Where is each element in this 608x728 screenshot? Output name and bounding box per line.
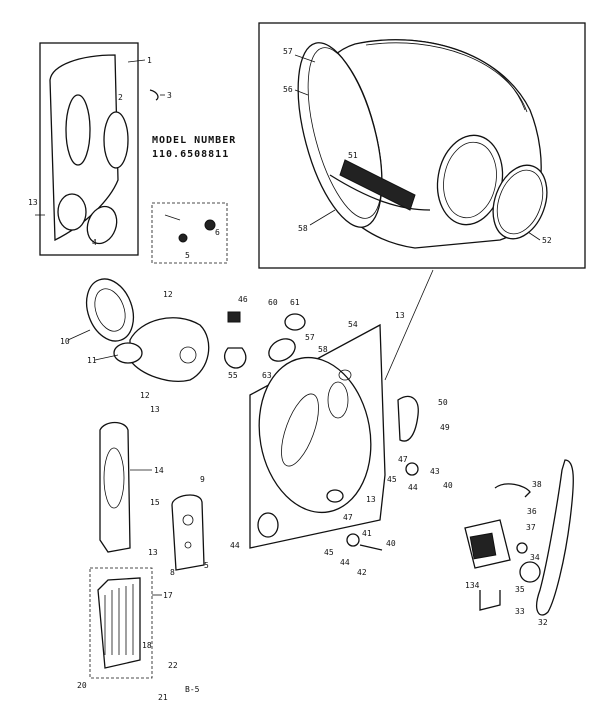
motor-mount-bracket <box>479 590 501 611</box>
label-drum-56: 56 <box>283 85 293 94</box>
label-blower-11: 11 <box>87 356 97 365</box>
blower-housing <box>129 317 210 382</box>
label-hw-5: 5 <box>185 251 190 260</box>
blower-wheel <box>85 278 135 342</box>
blower-assembly: 10 11 12 <box>60 278 210 382</box>
label-rear-44: 44 <box>230 541 240 550</box>
label-idler-47b: 47 <box>398 455 408 464</box>
model-number-heading: MODEL NUMBER <box>152 135 236 146</box>
label-rear-50: 50 <box>438 398 448 407</box>
label-idler-40b: 40 <box>443 481 453 490</box>
label-sw-58: 58 <box>318 345 328 354</box>
label-idler-42: 42 <box>357 568 367 577</box>
label-element-22: 22 <box>168 661 178 670</box>
label-plate-13: 13 <box>148 548 158 557</box>
label-door-4: 4 <box>92 238 97 247</box>
heating-element: 17 18 20 21 22 <box>77 567 178 702</box>
label-sw-60: 60 <box>268 298 278 307</box>
door-latch <box>149 89 159 101</box>
motor-clip <box>494 483 531 498</box>
label-idler-45b: 45 <box>387 475 397 484</box>
drum <box>297 39 542 249</box>
label-rear-13: 13 <box>395 311 405 320</box>
label-drum-51: 51 <box>348 151 358 160</box>
idler-hardware: 47 41 45 44 42 40 47 45 44 43 40 <box>324 455 453 577</box>
label-rear-49: 49 <box>440 423 450 432</box>
label-motor-38: 38 <box>532 480 542 489</box>
door-inset: 1 3 2 4 13 <box>28 42 172 256</box>
label-idler-43: 43 <box>430 467 440 476</box>
label-sw-63: 63 <box>262 371 272 380</box>
drum-inset-border <box>258 22 586 269</box>
label-sw-61: 61 <box>290 298 300 307</box>
label-sw-46: 46 <box>238 295 248 304</box>
label-motor-33: 33 <box>515 607 525 616</box>
drum-front-seal <box>492 164 548 240</box>
label-sw-55: 55 <box>228 371 238 380</box>
hardware-cluster: 5 6 <box>151 202 228 264</box>
label-door-1: 1 <box>147 56 152 65</box>
label-element-17: 17 <box>163 591 173 600</box>
label-plate-8: 8 <box>170 568 175 577</box>
label-heater-13: 13 <box>150 405 160 414</box>
label-motor-34: 34 <box>530 553 540 562</box>
model-number-value: 110.6508811 <box>152 149 229 160</box>
door-gasket <box>103 111 129 169</box>
label-plate-9: 9 <box>200 475 205 484</box>
door-panel <box>49 54 119 242</box>
label-motor-36: 36 <box>527 507 537 516</box>
label-blower-12: 12 <box>163 290 173 299</box>
heater-vent <box>397 395 419 442</box>
label-motor-35: 35 <box>515 585 525 594</box>
switch-parts: 46 60 61 57 58 55 63 54 <box>224 295 358 380</box>
label-idler-44: 44 <box>340 558 350 567</box>
label-blower-10: 10 <box>60 337 70 346</box>
label-idler-47: 47 <box>343 513 353 522</box>
drive-belt: 32 <box>536 459 574 627</box>
control-plate: 9 15 8 5 13 <box>148 475 209 577</box>
label-element-21: 21 <box>158 693 168 702</box>
label-motor-134: 134 <box>465 581 480 590</box>
motor-assembly: 38 36 37 34 35 134 33 <box>464 480 542 616</box>
label-door-3: 3 <box>167 91 172 100</box>
label-plate-5: 5 <box>204 561 209 570</box>
label-rear-13b: 13 <box>366 495 376 504</box>
label-idler-41: 41 <box>362 529 372 538</box>
label-motor-37: 37 <box>526 523 536 532</box>
label-drum-57: 57 <box>283 47 293 56</box>
door-inset-border <box>39 42 139 256</box>
label-belt-32: 32 <box>538 618 548 627</box>
label-idler-40: 40 <box>386 539 396 548</box>
label-drum-52: 52 <box>542 236 552 245</box>
label-idler-45: 45 <box>324 548 334 557</box>
drum-inset: 57 56 58 52 51 <box>258 22 586 269</box>
rear-bulkhead: 50 49 13 13 44 <box>230 269 450 550</box>
page-corner-mark: B-5 <box>185 685 200 694</box>
label-element-18: 18 <box>142 641 152 650</box>
label-idler-44b: 44 <box>408 483 418 492</box>
light-bulb <box>224 347 247 369</box>
label-drum-58: 58 <box>298 224 308 233</box>
label-door-2: 2 <box>118 93 123 102</box>
label-hw-6: 6 <box>215 228 220 237</box>
label-door-13: 13 <box>28 198 38 207</box>
label-heater-12: 12 <box>140 391 150 400</box>
label-heater-14: 14 <box>154 466 164 475</box>
label-sw-54: 54 <box>348 320 358 329</box>
label-plate-15: 15 <box>150 498 160 507</box>
label-sw-57: 57 <box>305 333 315 342</box>
label-element-20: 20 <box>77 681 87 690</box>
door-seal-ring <box>86 205 118 245</box>
heater-housing: 14 12 13 <box>99 391 164 553</box>
